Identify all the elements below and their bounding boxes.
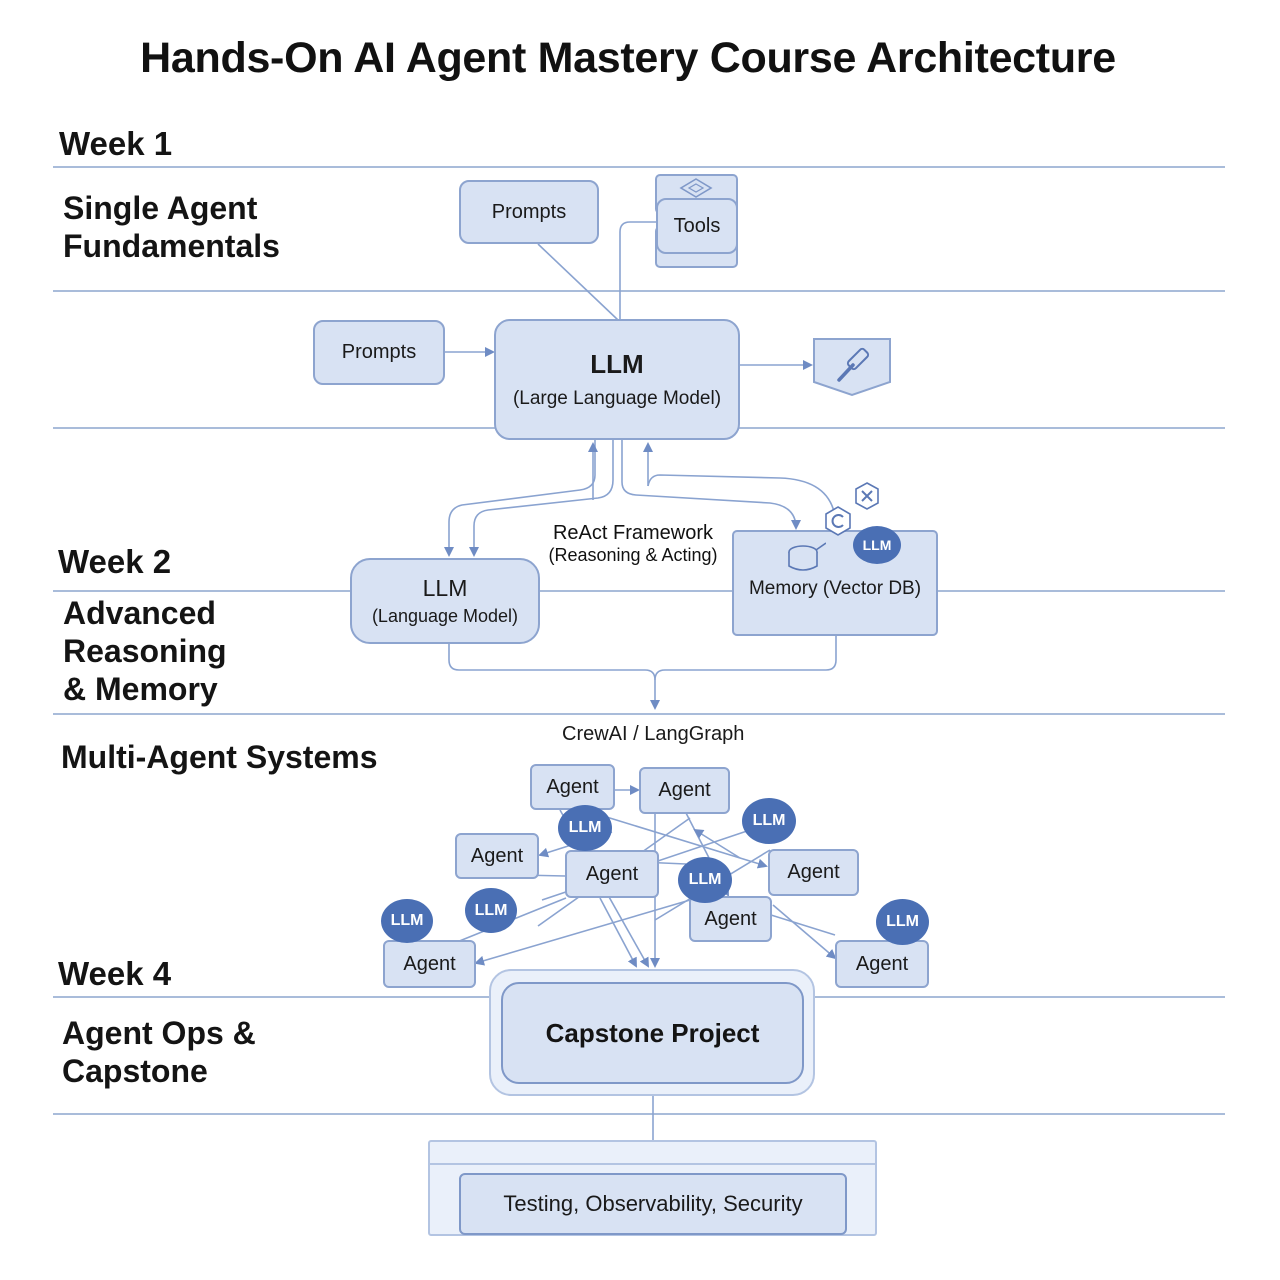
agent-label: Agent — [470, 844, 524, 867]
llm-week2-box[interactable]: LLM (Language Model) — [350, 558, 540, 644]
framework-label: CrewAI / LangGraph — [562, 723, 745, 745]
memory-llm-badge: LLM — [853, 526, 901, 564]
capstone-label: Capstone Project — [545, 1017, 760, 1048]
memory-vector-db-box[interactable]: Memory (Vector DB) — [732, 530, 938, 636]
separator-line — [53, 713, 1225, 715]
section-multi-agent-label: Multi-Agent Systems — [61, 739, 378, 775]
llm-to-llm2-arrow — [444, 440, 596, 557]
section-line: Single Agent Fundamentals — [63, 190, 280, 264]
refresh-icon — [825, 506, 851, 536]
agent-node[interactable]: Agent — [565, 850, 659, 898]
llm-badge: LLM — [876, 899, 929, 945]
cube-icon — [679, 178, 713, 198]
agent-link — [474, 899, 691, 966]
llm-week2-title: LLM — [422, 575, 468, 601]
testing-observability-security-box[interactable]: Testing, Observability, Security — [459, 1173, 847, 1235]
agent-label: Agent — [704, 907, 757, 930]
agent-node[interactable]: Agent — [639, 767, 730, 814]
hammer-icon — [813, 338, 891, 397]
separator-line — [53, 290, 1225, 292]
week-4-label: Week 4 — [58, 955, 172, 992]
react-merge-line — [654, 635, 837, 681]
week-1-label: Week 1 — [59, 125, 173, 162]
agent-label: Agent — [658, 779, 711, 801]
ops-label: Testing, Observability, Security — [503, 1191, 803, 1216]
prompts-label: Prompts — [491, 200, 567, 223]
react-framework-label: ReAct Framework (Reasoning & Acting) — [535, 522, 731, 566]
section-line: Advanced Reasoning & Memory — [63, 595, 227, 707]
agent-node[interactable]: Agent — [835, 940, 929, 988]
llm-main-box[interactable]: LLM (Large Language Model) — [494, 319, 740, 440]
section-agent-ops-label: Agent Ops & Capstone — [62, 1015, 256, 1091]
react-subtitle: (Reasoning & Acting) — [548, 545, 718, 565]
agent-link — [772, 904, 837, 960]
agent-node[interactable]: Agent — [455, 833, 539, 879]
agent-node[interactable]: Agent — [530, 764, 615, 810]
agent-node[interactable]: Agent — [689, 896, 772, 942]
capstone-project-box[interactable]: Capstone Project — [501, 982, 804, 1084]
database-icon — [788, 542, 826, 571]
agent-label: Agent — [403, 952, 456, 975]
prompts-to-llm-line — [537, 243, 619, 321]
agent-label: Agent — [787, 861, 840, 883]
agent-label: Agent — [546, 775, 599, 798]
agent-link — [693, 828, 741, 859]
tools-stack[interactable]: Tools — [655, 174, 739, 268]
llm-badge: LLM — [465, 888, 517, 933]
tools-to-llm-line — [619, 221, 657, 320]
llm-badge: LLM — [742, 798, 796, 844]
separator-line — [53, 590, 1225, 592]
prompts-box-top[interactable]: Prompts — [459, 180, 599, 244]
section-line: Agent Ops & Capstone — [62, 1015, 256, 1089]
tools-icon — [855, 482, 879, 510]
llm-week2-subtitle: (Language Model) — [371, 606, 519, 626]
prompts-label: Prompts — [341, 341, 417, 363]
tools-label: Tools — [673, 214, 721, 237]
section-single-agent-label: Single Agent Fundamentals — [63, 190, 280, 266]
ops-frame-divider — [430, 1163, 875, 1165]
week-2-label: Week 2 — [58, 543, 172, 580]
react-merge-line — [448, 643, 660, 710]
llm-badge: LLM — [678, 857, 732, 903]
llm-badge: LLM — [558, 805, 612, 851]
agent-label: Agent — [855, 952, 909, 975]
tools-box: Tools — [656, 198, 738, 254]
llm-badge: LLM — [381, 899, 433, 943]
diagram-title: Hands-On AI Agent Mastery Course Archite… — [140, 34, 1116, 82]
agent-label: Agent — [585, 862, 639, 885]
react-title: ReAct Framework — [552, 522, 714, 544]
separator-line — [53, 1113, 1225, 1115]
separator-line — [53, 166, 1225, 168]
section-advanced-reasoning-label: Advanced Reasoning & Memory — [63, 595, 227, 708]
agent-link — [599, 897, 637, 968]
agent-node[interactable]: Agent — [383, 940, 476, 988]
memory-label: Memory (Vector DB) — [748, 578, 922, 599]
llm-main-title: LLM — [590, 349, 644, 379]
llm-from-memory-arrow — [647, 474, 837, 529]
llm-main-subtitle: (Large Language Model) — [512, 388, 722, 409]
memory-to-llm-arrow — [621, 440, 801, 530]
llm-to-llm2-arrow — [469, 440, 614, 557]
tool-output-shape[interactable] — [811, 336, 893, 398]
prompts-box-left[interactable]: Prompts — [313, 320, 445, 385]
agent-node[interactable]: Agent — [768, 849, 859, 896]
